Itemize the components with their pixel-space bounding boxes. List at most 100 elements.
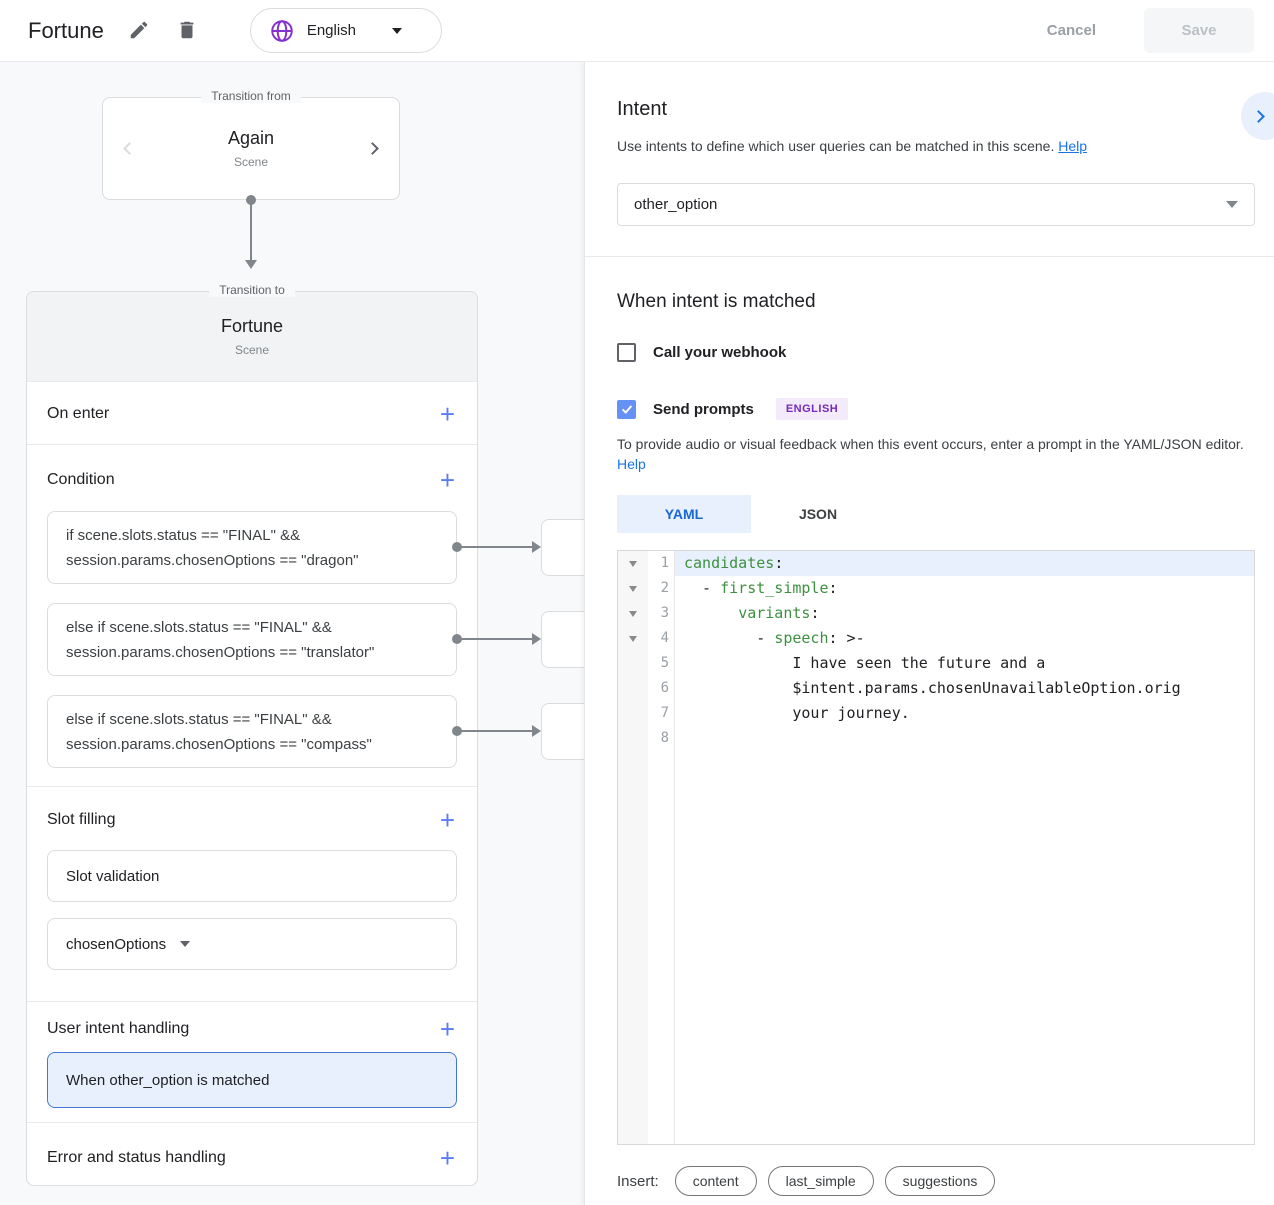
on-enter-section: On enter + [27, 381, 477, 444]
code-line: 7 your journey. [618, 701, 1254, 726]
send-prompts-checkbox[interactable] [617, 399, 636, 419]
edit-icon[interactable] [128, 19, 152, 43]
condition-item[interactable]: else if scene.slots.status == "FINAL" &&… [47, 603, 457, 676]
slot-validation-item[interactable]: Slot validation [47, 850, 457, 902]
connector-arrow-icon [245, 260, 257, 269]
panel-description: Use intents to define which user queries… [617, 138, 1088, 154]
fold-gutter [618, 651, 648, 676]
transition-from-card: Transition from Again Scene [102, 89, 400, 200]
condition-item[interactable]: if scene.slots.status == "FINAL" &&sessi… [47, 511, 457, 584]
intent-dropdown[interactable]: other_option [617, 183, 1255, 226]
slot-filling-label: Slot filling [47, 811, 116, 828]
insert-chip-suggestions[interactable]: suggestions [884, 1166, 996, 1196]
check-icon [621, 405, 632, 414]
transition-to-label: Transition to [209, 283, 295, 297]
condition-item[interactable]: else if scene.slots.status == "FINAL" &&… [47, 695, 457, 768]
connector-arrow-icon [532, 725, 541, 737]
slot-validation-label: Slot validation [66, 867, 160, 885]
fold-gutter [618, 726, 648, 751]
fold-toggle-icon[interactable] [618, 551, 648, 576]
delete-icon[interactable] [176, 19, 200, 43]
slot-param-label: chosenOptions [66, 935, 167, 953]
line-number: 5 [660, 655, 669, 671]
tab-json[interactable]: JSON [751, 495, 885, 533]
condition-row: else if scene.slots.status == "FINAL" &&… [47, 603, 631, 676]
scene-header: Fortune Scene [27, 292, 477, 381]
code-content: - speech: >- [674, 626, 1254, 651]
add-slot-button[interactable]: + [439, 805, 455, 835]
to-scene-type: Scene [234, 343, 270, 357]
condition-row: if scene.slots.status == "FINAL" &&sessi… [47, 511, 631, 584]
connector-dot [246, 195, 256, 205]
code-content [674, 726, 1254, 751]
insert-chip-content[interactable]: content [674, 1166, 757, 1196]
error-status-label: Error and status handling [47, 1149, 226, 1166]
line-number: 1 [660, 555, 669, 571]
send-prompts-label: Send prompts [653, 400, 754, 418]
scene-canvas: Transition from Again Scene Transition t… [0, 62, 631, 1205]
webhook-checkbox[interactable] [617, 343, 636, 362]
add-error-handler-button[interactable]: + [439, 1143, 455, 1173]
fold-toggle-icon[interactable] [618, 601, 648, 626]
code-content: I have seen the future and a [674, 651, 1254, 676]
user-intent-label: User intent handling [47, 1020, 190, 1037]
collapse-panel-button[interactable] [1241, 92, 1274, 140]
add-user-intent-button[interactable]: + [439, 1014, 455, 1044]
slot-param-item[interactable]: chosenOptions [47, 918, 457, 970]
condition-line1: else if scene.slots.status == "FINAL" && [66, 711, 332, 728]
tab-yaml[interactable]: YAML [617, 495, 751, 533]
line-number: 3 [660, 605, 669, 621]
intent-detail-panel: Intent Use intents to define which user … [584, 62, 1274, 1205]
intent-handler-item-selected[interactable]: When other_option is matched [47, 1052, 457, 1108]
from-scene-type: Scene [233, 155, 269, 169]
slot-filling-section: Slot filling + Slot validation chosenOpt… [27, 786, 477, 1001]
insert-chip-last_simple[interactable]: last_simple [767, 1166, 874, 1196]
condition-line2: session.params.chosenOptions == "compass… [66, 736, 372, 753]
language-label: English [306, 22, 357, 39]
matched-section-title: When intent is matched [617, 291, 816, 312]
webhook-label: Call your webhook [653, 344, 787, 361]
add-condition-button[interactable]: + [439, 465, 455, 495]
panel-title: Intent [617, 98, 668, 120]
code-line: 8 [618, 726, 1254, 751]
help-link[interactable]: Help [1058, 138, 1088, 154]
code-line: 3 variants: [618, 601, 1254, 626]
line-number: 2 [660, 580, 669, 596]
condition-line1: if scene.slots.status == "FINAL" && [66, 527, 301, 544]
cancel-button[interactable]: Cancel [1046, 22, 1096, 39]
intent-handler-label: When other_option is matched [66, 1071, 270, 1089]
line-number: 4 [660, 630, 669, 646]
code-content: - first_simple: [674, 576, 1254, 601]
insert-label: Insert: [617, 1172, 659, 1190]
scene-title: Fortune [28, 17, 104, 43]
connector-line [250, 202, 252, 260]
transition-from-label: Transition from [201, 89, 301, 103]
webhook-row: Call your webhook [617, 343, 786, 362]
code-line: 2 - first_simple: [618, 576, 1254, 601]
chevron-right-icon[interactable] [366, 142, 379, 155]
from-scene-name: Again [227, 128, 275, 148]
editor-tabs: YAML JSON [617, 495, 885, 533]
line-number: 6 [660, 680, 669, 696]
prompt-description: To provide audio or visual feedback when… [617, 436, 1244, 472]
fold-gutter [618, 676, 648, 701]
code-line: 5 I have seen the future and a [618, 651, 1254, 676]
connector-line [457, 546, 532, 548]
code-content: $intent.params.chosenUnavailableOption.o… [674, 676, 1254, 701]
prompt-help-link[interactable]: Help [617, 456, 646, 472]
intent-dropdown-value: other_option [634, 196, 718, 213]
fold-toggle-icon[interactable] [618, 576, 648, 601]
on-enter-label: On enter [47, 405, 110, 422]
save-button[interactable]: Save [1144, 8, 1254, 53]
code-content: variants: [674, 601, 1254, 626]
chevron-down-icon [1226, 201, 1238, 208]
user-intent-section: User intent handling + When other_option… [27, 1001, 477, 1122]
code-line: 4 - speech: >- [618, 626, 1254, 651]
add-on-enter-button[interactable]: + [439, 399, 455, 429]
fold-toggle-icon[interactable] [618, 626, 648, 651]
condition-line1: else if scene.slots.status == "FINAL" && [66, 619, 332, 636]
connector-arrow-icon [532, 541, 541, 553]
language-selector[interactable]: English [249, 8, 442, 53]
error-status-section: Error and status handling + [27, 1122, 477, 1187]
